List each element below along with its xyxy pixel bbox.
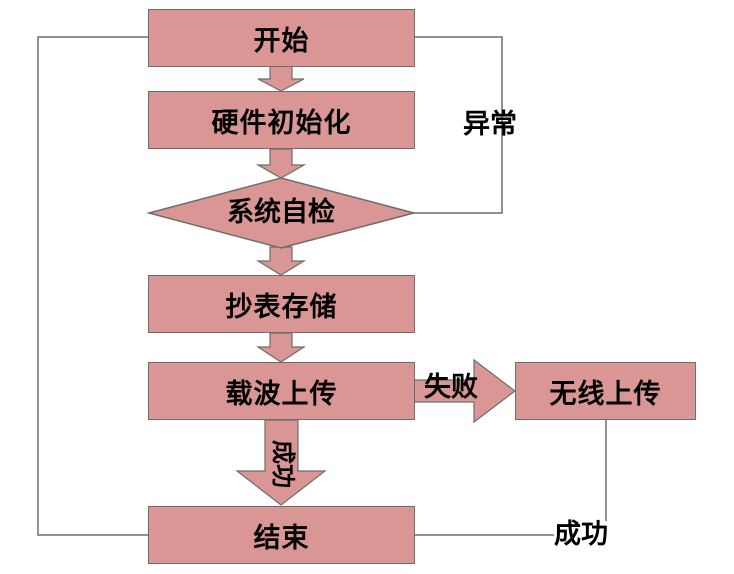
wireless-success-label: 成功: [554, 519, 608, 550]
end-node: 结束: [148, 506, 415, 564]
arrow-carrier-to-wireless: [413, 358, 516, 424]
wireless-success-line: [414, 420, 607, 536]
failure-label: 失败: [424, 372, 478, 403]
arrow-init-to-check: [255, 148, 307, 179]
start-node: 开始: [148, 9, 415, 67]
carrier-upload-node-label: 载波上传: [225, 378, 338, 410]
self-check-diamond: [146, 177, 417, 249]
hw-init-node: 硬件初始化: [148, 91, 415, 149]
hw-init-node-label: 硬件初始化: [211, 107, 352, 139]
meter-read-node: 抄表存储: [148, 275, 415, 333]
carrier-success-label: 成功: [269, 440, 297, 488]
meter-read-node-label: 抄表存储: [225, 291, 338, 323]
loop-back-line: [37, 36, 148, 536]
end-node-label: 结束: [253, 522, 310, 554]
start-node-label: 开始: [253, 25, 310, 57]
arrow-check-to-meter: [255, 246, 307, 276]
wireless-upload-node-label: 无线上传: [549, 378, 662, 410]
carrier-upload-node: 载波上传: [148, 362, 415, 420]
self-check-node-label: 系统自检: [227, 197, 335, 228]
abnormal-label: 异常: [463, 109, 517, 140]
arrow-start-to-init: [257, 65, 305, 92]
arrow-meter-to-carrier: [255, 332, 307, 363]
arrow-carrier-to-end: [235, 419, 327, 506]
abnormal-line: [414, 36, 503, 214]
wireless-upload-node: 无线上传: [515, 362, 696, 420]
